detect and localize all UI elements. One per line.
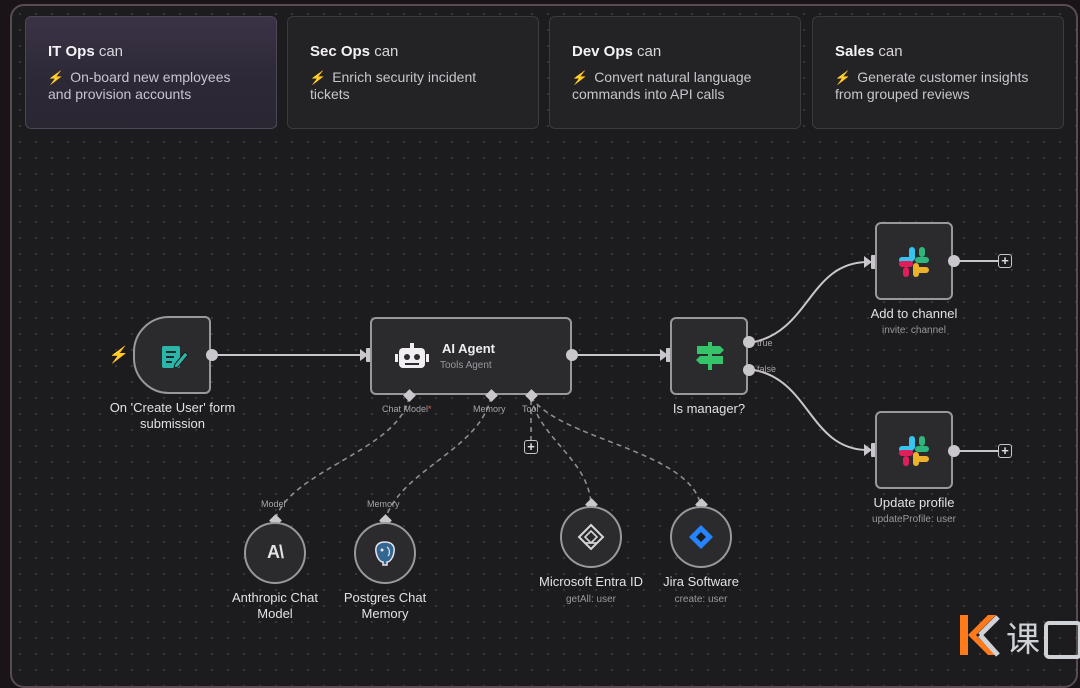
card-dev-ops[interactable]: Dev Ops can ⚡Convert natural language co… [549, 16, 801, 129]
profile-label: Update profile [873, 495, 955, 510]
trigger-node[interactable] [133, 316, 211, 394]
slack-icon [899, 247, 929, 277]
agent-output-port[interactable] [566, 349, 578, 361]
postgres-icon [375, 541, 395, 566]
card-sales[interactable]: Sales can ⚡Generate customer insights fr… [812, 16, 1064, 129]
anthropic-chat-model-node[interactable]: A\ [244, 522, 306, 584]
trigger-label: On 'Create User' form submission [109, 400, 236, 431]
bolt-icon: ⚡ [308, 70, 328, 85]
if-false-port[interactable] [743, 364, 755, 376]
card-title: Sales can [835, 43, 903, 60]
bolt-icon: ⚡ [833, 70, 853, 85]
signpost-icon [696, 342, 724, 370]
jira-software-node[interactable] [670, 506, 732, 568]
microsoft-entra-node[interactable] [560, 506, 622, 568]
trigger-output-port[interactable] [206, 349, 218, 361]
profile-output-port[interactable] [948, 445, 960, 457]
tool-port-label: Tool [522, 404, 539, 414]
channel-input-port[interactable] [871, 255, 877, 269]
true-branch-label: true [757, 338, 773, 348]
card-title: Dev Ops can [572, 43, 662, 60]
profile-input-port[interactable] [871, 443, 877, 457]
card-title: Sec Ops can [310, 43, 399, 60]
trigger-bolt-icon: ⚡ [107, 347, 131, 364]
if-label: Is manager? [672, 401, 746, 416]
jira-icon [689, 525, 713, 549]
entra-icon [577, 523, 605, 551]
entra-label: Microsoft Entra ID [538, 574, 644, 589]
false-branch-label: false [757, 364, 777, 374]
memory-port-label: Memory [473, 404, 506, 414]
anthropic-icon: A\ [267, 542, 284, 562]
if-true-port[interactable] [743, 336, 755, 348]
anthropic-label: Anthropic Chat Model [232, 590, 318, 621]
card-description: ⚡Generate customer insights from grouped… [833, 69, 1029, 102]
card-description: ⚡Convert natural language commands into … [570, 69, 752, 102]
entra-subtitle: getAll: user [565, 594, 617, 605]
channel-label: Add to channel [870, 306, 958, 321]
add-tool-button[interactable]: + [524, 440, 538, 454]
agent-input-port[interactable] [366, 348, 372, 362]
jira-subtitle: create: user [674, 594, 728, 605]
form-icon [162, 346, 189, 369]
card-it-ops[interactable]: IT Ops can ⚡On-board new employees and p… [25, 16, 277, 129]
slack-icon [899, 436, 929, 466]
chat-model-port-label: Chat Model* [382, 404, 432, 414]
if-node[interactable] [670, 317, 748, 395]
card-sec-ops[interactable]: Sec Ops can ⚡Enrich security incident ti… [287, 16, 539, 129]
jira-label: Jira Software [663, 574, 739, 589]
profile-subtitle: updateProfile: user [872, 514, 956, 525]
agent-title: AI Agent [442, 341, 495, 356]
bolt-icon: ⚡ [570, 70, 590, 85]
bolt-icon: ⚡ [46, 70, 66, 85]
memory-node-port-label: Memory [367, 499, 400, 509]
postgres-chat-memory-node[interactable] [354, 522, 416, 584]
slack-update-profile-node[interactable] [875, 411, 953, 489]
postgres-label: Postgres Chat Memory [343, 590, 427, 621]
add-after-channel-button[interactable]: + [998, 254, 1012, 268]
model-port-label: Model [261, 499, 286, 509]
add-after-profile-button[interactable]: + [998, 444, 1012, 458]
slack-add-channel-node[interactable] [875, 222, 953, 300]
channel-subtitle: invite: channel [882, 325, 946, 336]
card-title: IT Ops can [48, 43, 124, 60]
channel-output-port[interactable] [948, 255, 960, 267]
agent-subtitle: Tools Agent [440, 360, 492, 371]
ai-agent-node[interactable]: AI Agent Tools Agent [370, 317, 572, 395]
card-description: ⚡Enrich security incident tickets [308, 69, 477, 102]
if-input-port[interactable] [666, 348, 672, 362]
card-description: ⚡On-board new employees and provision ac… [46, 69, 231, 102]
watermark-logo-icon: 课 [960, 615, 1080, 660]
robot-icon [395, 343, 429, 368]
watermark-text: 课 [1006, 620, 1040, 660]
